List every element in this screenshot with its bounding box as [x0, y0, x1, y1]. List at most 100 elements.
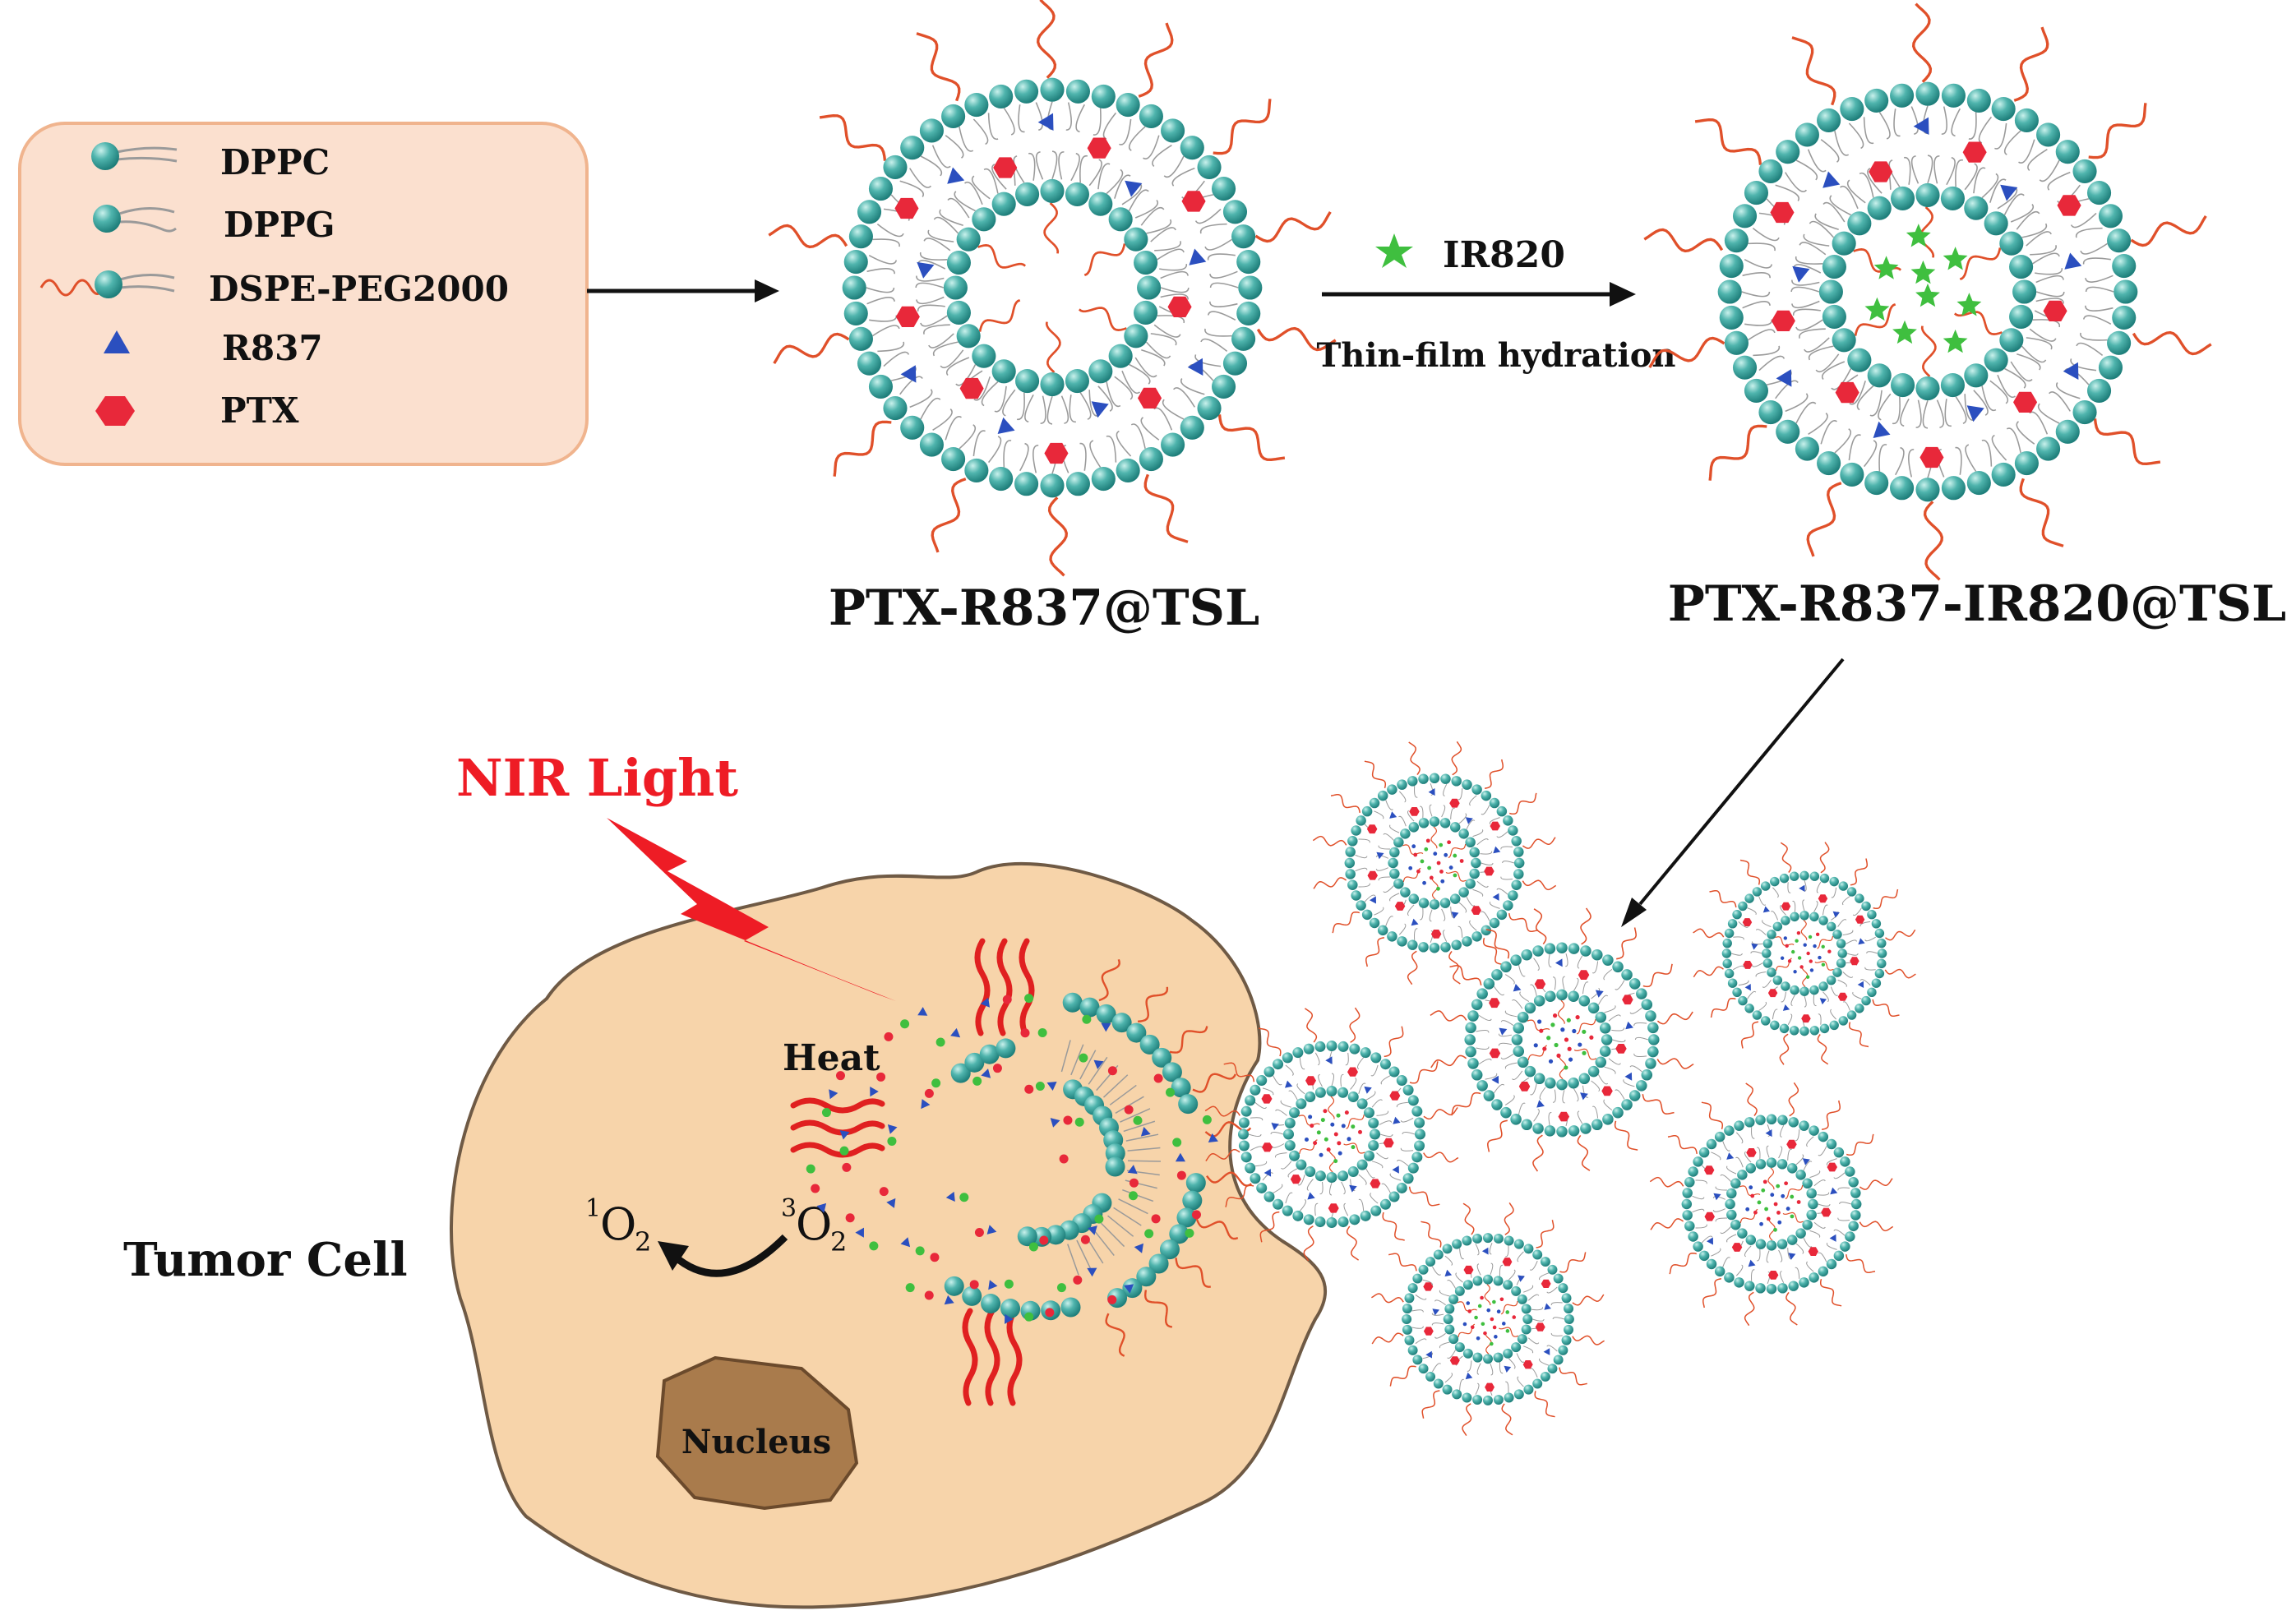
lipid-head [1108, 207, 1133, 232]
lipid-tail [945, 416, 962, 441]
ptx-drug [1423, 1282, 1434, 1291]
lipid-head [1363, 1107, 1374, 1119]
lipid-tail [1989, 178, 2007, 203]
r837-drug [1389, 811, 1397, 819]
lipid-head [1510, 954, 1522, 966]
drug-dot [1568, 1057, 1573, 1062]
drug-dot [1781, 1193, 1786, 1198]
drug-dot [1786, 1207, 1790, 1211]
lipid-tail [1806, 1261, 1814, 1272]
ptx-drug [1290, 1175, 1301, 1184]
lipid-tail [1715, 1217, 1728, 1222]
peg-chain [1500, 1300, 1518, 1315]
lipid-tail [1459, 1248, 1464, 1260]
lipid-head [1314, 1041, 1326, 1052]
lipid-head [1513, 1239, 1524, 1249]
lipid-tail [1079, 1050, 1097, 1080]
lipid-head [1418, 898, 1430, 908]
lipid-tail [2080, 242, 2108, 255]
lipid-head [1429, 816, 1440, 827]
peg-chain [1642, 1094, 1675, 1115]
lipid-head [1744, 1117, 1755, 1128]
lipid-tail [1299, 1057, 1305, 1070]
lipid-head [1060, 1297, 1081, 1318]
lipid-tail [1633, 1022, 1647, 1027]
lipid-head [1744, 893, 1754, 903]
ptx-drug [1366, 824, 1378, 834]
dspe-peg-lipid-icon [39, 270, 175, 298]
lipid-tail [1994, 122, 2007, 150]
lipid-tail [987, 436, 1002, 464]
lipid-tail [1790, 995, 1795, 1006]
lipid-tail [1612, 1039, 1626, 1043]
lipid-head [962, 1285, 982, 1306]
lipid-tail [1529, 1261, 1538, 1271]
peg-chain [1533, 908, 1547, 945]
heat-wave-icon [962, 1308, 1023, 1406]
lipid-tail [1973, 167, 1986, 194]
drug-dot [1808, 935, 1813, 939]
peg-chain [1370, 1293, 1404, 1304]
lipid-head [1496, 805, 1508, 817]
drug-dot [1319, 1152, 1324, 1157]
legend-label-r837: R837 [222, 328, 323, 368]
lipid-head [1776, 419, 1800, 444]
lipid-head [1370, 1052, 1382, 1064]
drug-dot [1358, 1129, 1363, 1134]
lipid-head [883, 155, 908, 179]
lipid-head [1599, 1022, 1611, 1034]
drug-dot [1806, 951, 1810, 956]
lipid-head [1222, 351, 1248, 376]
ir820-drug [1024, 994, 1034, 1004]
nir-light-label: NIR Light [456, 748, 738, 808]
drug-dot [1776, 1210, 1781, 1215]
lipid-tail [1358, 1174, 1367, 1185]
lipid-tail [1076, 1239, 1093, 1271]
lipid-tail [1280, 1100, 1292, 1108]
lipid-tail [2080, 332, 2108, 341]
lipid-tail [1163, 155, 1185, 178]
peg-chain [1573, 1048, 1597, 1060]
peg-chain [1740, 1021, 1759, 1049]
lipid-head [964, 1052, 985, 1073]
peg-chain [1312, 835, 1347, 847]
lipid-tail [1927, 155, 1933, 184]
drug-dot [1762, 1179, 1767, 1184]
peg-chain [1859, 1178, 1893, 1190]
r837-drug [986, 1225, 997, 1235]
lipid-tail [1370, 1064, 1379, 1077]
lipid-head [1871, 978, 1882, 988]
lipid-head [1065, 369, 1089, 394]
lipid-head [944, 1276, 964, 1296]
lipid-tail [1565, 953, 1568, 967]
lipid-head [2055, 140, 2080, 164]
lipid-tail [1128, 189, 1149, 211]
lipid-tail [1781, 991, 1786, 1003]
lipid-head [1305, 1092, 1316, 1103]
lipid-head [1452, 1239, 1462, 1249]
ptx-drug [1827, 1162, 1837, 1172]
lipid-head [1602, 954, 1614, 966]
lipid-head [1833, 1250, 1845, 1262]
lipid-head [868, 374, 894, 399]
ir820-drug [915, 1246, 925, 1256]
drug-dot [1582, 1050, 1587, 1055]
lipid-tail [1079, 442, 1087, 471]
lipid-head [1402, 1084, 1414, 1096]
lipid-head [1964, 363, 1989, 388]
drug-dot [1337, 1151, 1342, 1156]
lipid-head [1197, 155, 1222, 179]
lipid-tail [1965, 444, 1977, 472]
lipid-tail [947, 197, 970, 219]
lipid-tail [1493, 1083, 1505, 1094]
lipid-tail [1946, 157, 1956, 186]
drug-dot [1799, 965, 1804, 969]
peg-chain [1785, 1184, 1804, 1200]
lipid-tail [919, 252, 948, 261]
ir820-drug [1202, 1115, 1212, 1124]
lipid-head [1770, 876, 1780, 887]
lipid-tail [1991, 434, 2007, 461]
drug-dot [1476, 1336, 1481, 1341]
lipid-head [1513, 1045, 1525, 1057]
peg-chain [1745, 1082, 1758, 1117]
